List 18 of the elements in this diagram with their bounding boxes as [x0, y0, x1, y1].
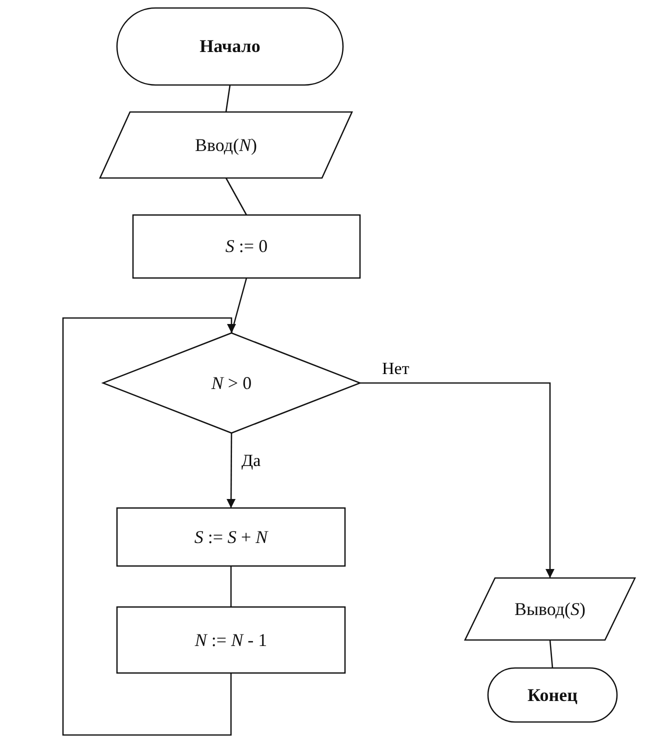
decision-diamond [103, 333, 360, 433]
io-parallelogram [465, 578, 635, 640]
node-label: S := S + N [194, 526, 268, 548]
process-box [117, 508, 345, 566]
process-box [133, 215, 360, 278]
io-parallelogram [100, 112, 352, 178]
process-box [117, 607, 345, 673]
arrow [62, 317, 236, 736]
node-label: N > 0 [211, 372, 252, 394]
node-label: Ввод(N) [194, 134, 258, 156]
node-label: Конец [528, 684, 578, 706]
node-label: Начало [200, 36, 260, 57]
arrow [360, 382, 554, 578]
node-label: N := N - 1 [194, 630, 268, 650]
arrow [226, 433, 236, 508]
node-label: S := 0 [225, 236, 268, 257]
terminal-shape [488, 668, 617, 722]
node-label: Вывод(S) [514, 598, 586, 620]
